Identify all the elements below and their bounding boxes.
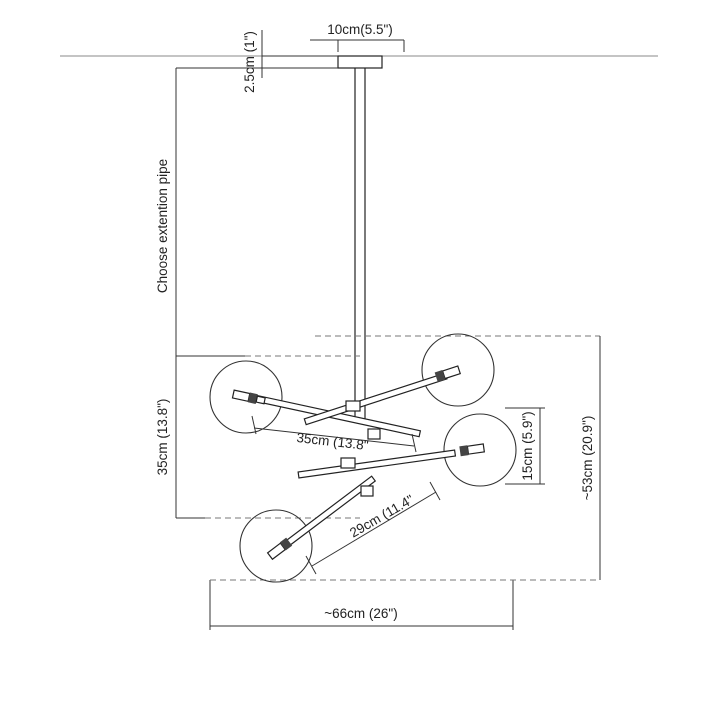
body-height-label: 35cm (13.8ʺ) bbox=[155, 399, 170, 476]
arm-upper-right bbox=[303, 372, 448, 426]
canopy-height-label: 2.5cm (1ʺ) bbox=[242, 31, 257, 93]
hub-connector-upper bbox=[345, 400, 361, 412]
arm-short-label: 29cm (11.4ʺ bbox=[347, 492, 416, 541]
arm-short-dim-tick-left bbox=[305, 555, 317, 575]
canopy bbox=[337, 55, 383, 69]
total-height-label: ~53cm (20.9ʺ) bbox=[580, 416, 595, 501]
lamp-holder-top-left bbox=[231, 389, 266, 405]
lamp-holder-top-right bbox=[434, 365, 462, 382]
globe-diameter-label: 15cm (5.9ʺ) bbox=[520, 411, 535, 480]
globe-top-right bbox=[421, 333, 495, 407]
arm-long-dim-tick-right bbox=[411, 433, 417, 453]
arm-long-dim-line bbox=[253, 427, 415, 447]
globe-top-left bbox=[209, 360, 283, 434]
hub-connector-bottom bbox=[360, 485, 374, 497]
arm-short-dim-tick-right bbox=[429, 481, 441, 501]
hub-connector-lower bbox=[340, 457, 356, 469]
arm-middle bbox=[297, 449, 457, 479]
total-width-label: ~66cm (26ʺ) bbox=[324, 606, 397, 621]
globe-middle-right bbox=[443, 413, 517, 487]
arm-long-dim-tick-left bbox=[251, 415, 257, 435]
lamp-holder-middle-right bbox=[459, 443, 486, 457]
hub-connector-middle bbox=[367, 428, 381, 440]
lamp-holder-bottom-left bbox=[266, 537, 293, 561]
globe-bottom-left bbox=[239, 509, 313, 583]
arm-long-label: 35cm (13.8ʺ bbox=[296, 430, 370, 453]
extension-label: Choose extention pipe bbox=[155, 159, 170, 293]
arm-short-dim-line bbox=[311, 491, 437, 567]
canopy-width-label: 10cm(5.5ʺ) bbox=[327, 22, 393, 37]
